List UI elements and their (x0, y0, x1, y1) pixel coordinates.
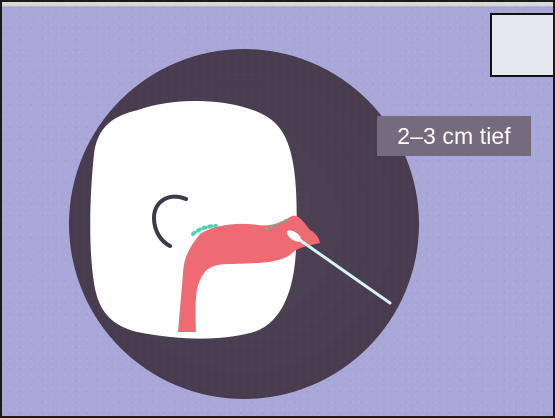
depth-label: 2–3 cm tief (377, 116, 531, 156)
depth-label-text: 2–3 cm tief (397, 123, 511, 150)
